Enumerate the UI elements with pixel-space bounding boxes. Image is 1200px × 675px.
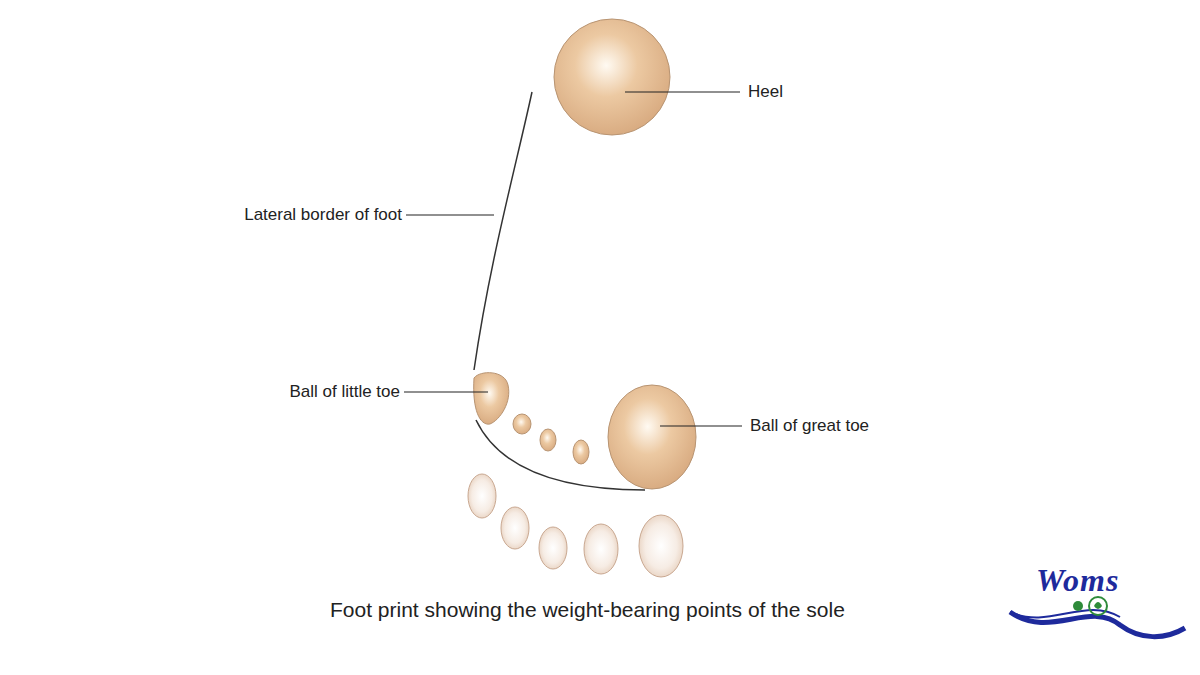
part-label: Ball of great toe [750, 412, 970, 440]
figure-caption: Foot print showing the weight-bearing po… [200, 588, 980, 632]
part-label: Lateral border of foot [230, 201, 402, 229]
part-label: Ball of little toe [200, 378, 400, 406]
part-label: Heel [748, 78, 948, 106]
watermark: Woms [1036, 562, 1186, 599]
